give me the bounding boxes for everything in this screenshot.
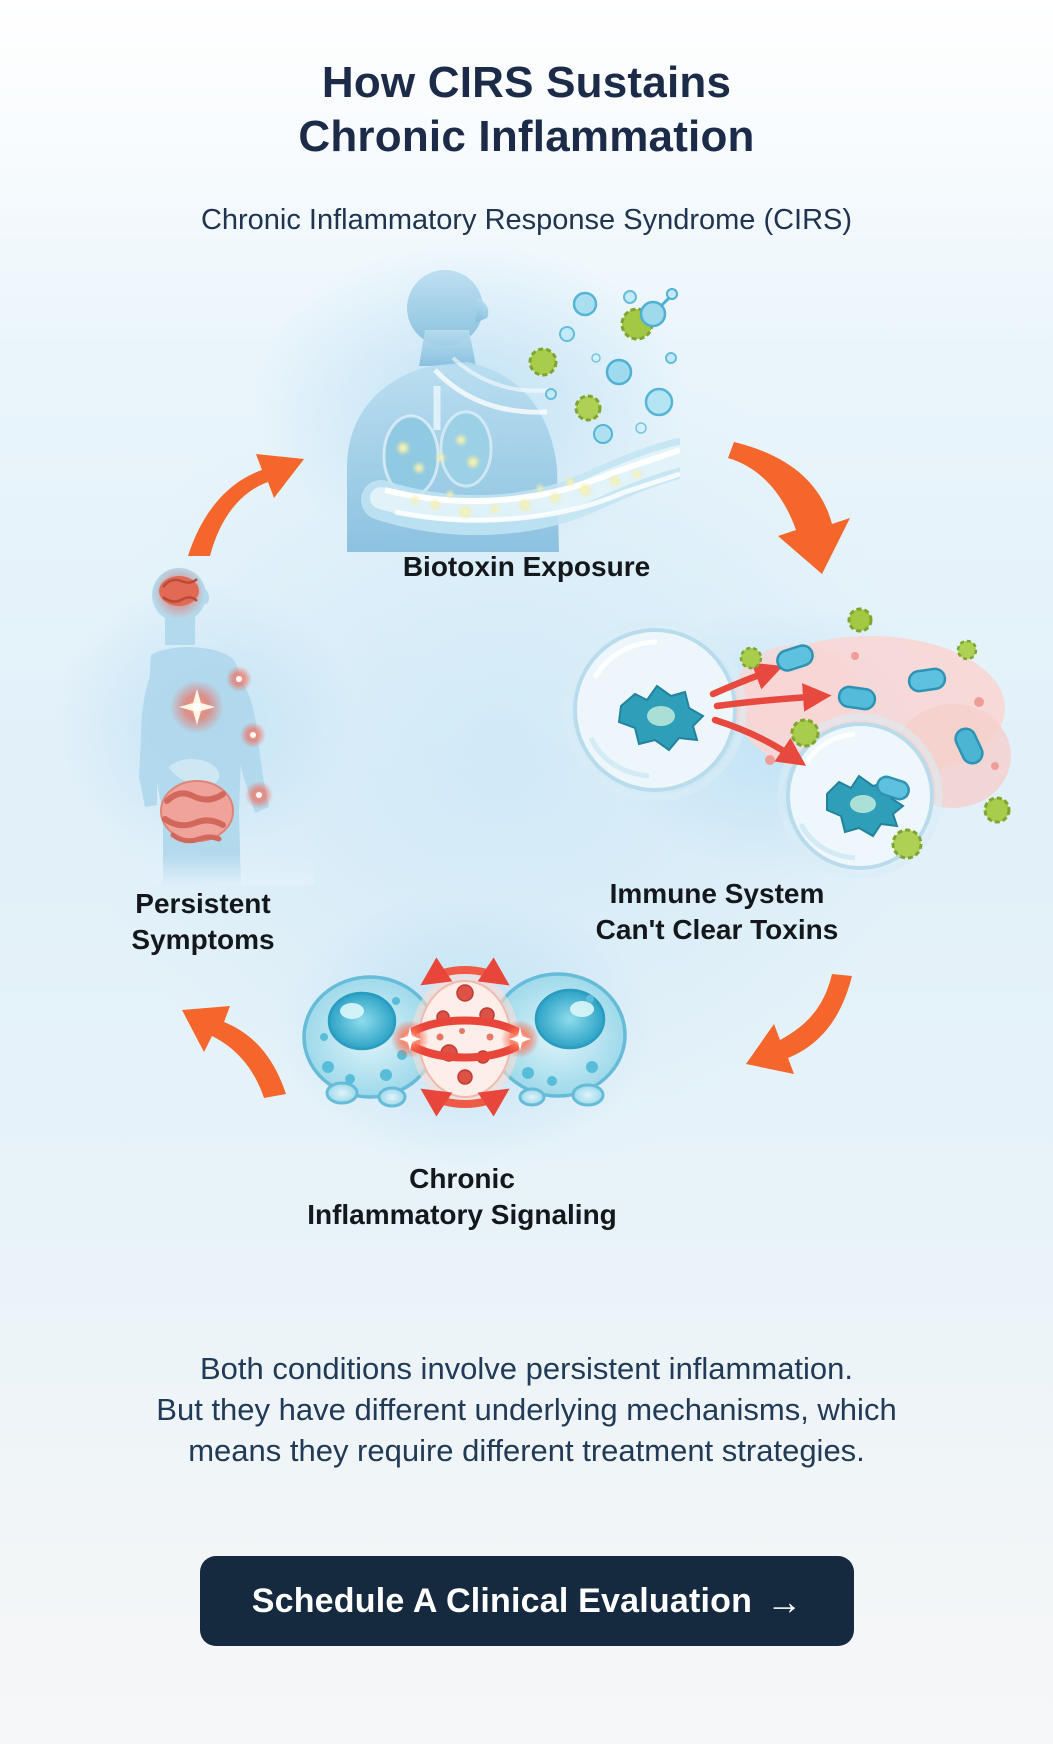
page-title: How CIRS Sustains Chronic Inflammation bbox=[0, 56, 1053, 164]
page-title-line1: How CIRS Sustains bbox=[321, 58, 732, 107]
mold-spore-icon bbox=[528, 347, 558, 377]
airborne-biotoxin-particles bbox=[528, 288, 678, 444]
joint-pain-points bbox=[226, 666, 273, 809]
summary-line: Both conditions involve persistent infla… bbox=[199, 1351, 854, 1386]
mold-spore-icon bbox=[956, 639, 978, 661]
mold-spore-icon bbox=[790, 718, 820, 748]
bacteria-icon bbox=[907, 667, 947, 693]
mold-spore-icon bbox=[891, 828, 923, 860]
stage-label-biotoxin-exposure: Biotoxin Exposure bbox=[0, 549, 1053, 585]
cycle-arrow-symptoms-to-exposure bbox=[188, 454, 304, 556]
mold-spore-icon bbox=[983, 796, 1011, 824]
bacteria-icon bbox=[954, 727, 984, 765]
stage-label-chronic-signaling: Chronic Inflammatory Signaling bbox=[262, 1161, 662, 1233]
stage-label-immune-system: Immune System Can't Clear Toxins bbox=[517, 876, 917, 948]
cycle-arrow-immune-to-signaling bbox=[746, 974, 852, 1074]
inflamed-gut bbox=[160, 758, 234, 844]
cytokine-exchange-zone bbox=[391, 957, 539, 1117]
biotoxin-exposure-illustration bbox=[347, 270, 680, 552]
stage-label-line: Biotoxin Exposure bbox=[402, 551, 651, 582]
bacteria-icon bbox=[837, 685, 877, 711]
summary-line: means they require different treatment s… bbox=[188, 1433, 865, 1468]
mold-spore-icon bbox=[574, 394, 602, 422]
stage-label-line: Can't Clear Toxins bbox=[595, 914, 839, 945]
bacteria-icon bbox=[776, 644, 814, 672]
immune-system-illustration bbox=[563, 607, 1011, 879]
summary-line: But they have different underlying mecha… bbox=[156, 1392, 897, 1427]
immune-cell-left bbox=[563, 618, 747, 802]
cycle-arrow-exposure-to-immune bbox=[728, 442, 850, 574]
mold-spore-icon bbox=[847, 607, 873, 633]
chest-inflammation bbox=[170, 680, 224, 734]
double-arrow-icon bbox=[420, 957, 510, 986]
lung-glow-dots bbox=[396, 434, 480, 474]
inflamed-brain bbox=[153, 567, 205, 619]
double-arrow-icon bbox=[420, 1088, 510, 1117]
cell-nucleus bbox=[327, 991, 397, 1051]
stage-label-line: Persistent bbox=[135, 888, 271, 919]
bacteria-icon bbox=[876, 775, 910, 801]
stage-label-line: Immune System bbox=[609, 878, 825, 909]
schedule-evaluation-label: Schedule A Clinical Evaluation bbox=[251, 1581, 753, 1620]
summary-paragraph: Both conditions involve persistent infla… bbox=[0, 1348, 1053, 1471]
signaling-cell-left bbox=[302, 975, 438, 1108]
stage-label-persistent-symptoms: Persistent Symptoms bbox=[53, 886, 353, 958]
page-subtitle: Chronic Inflammatory Response Syndrome (… bbox=[200, 204, 853, 236]
mold-spore-icon bbox=[739, 646, 763, 670]
stream-glow-dots bbox=[410, 469, 642, 519]
toxins bbox=[739, 607, 1011, 860]
stage-label-line: Chronic bbox=[409, 1163, 515, 1194]
toxin-stream bbox=[361, 438, 680, 536]
failed-attack-arrows bbox=[709, 662, 832, 766]
stage-label-line: Symptoms bbox=[131, 924, 275, 955]
schedule-evaluation-button[interactable]: Schedule A Clinical Evaluation → bbox=[200, 1556, 854, 1646]
inflammatory-signaling-illustration bbox=[302, 957, 627, 1117]
persistent-symptoms-illustration bbox=[105, 567, 315, 885]
molecule-icon bbox=[639, 288, 678, 328]
page-title-line2: Chronic Inflammation bbox=[298, 112, 755, 161]
arrow-right-icon: → bbox=[766, 1581, 803, 1622]
cycle-arrow-signaling-to-symptoms bbox=[182, 1006, 286, 1098]
stage-label-line: Inflammatory Signaling bbox=[307, 1199, 617, 1230]
